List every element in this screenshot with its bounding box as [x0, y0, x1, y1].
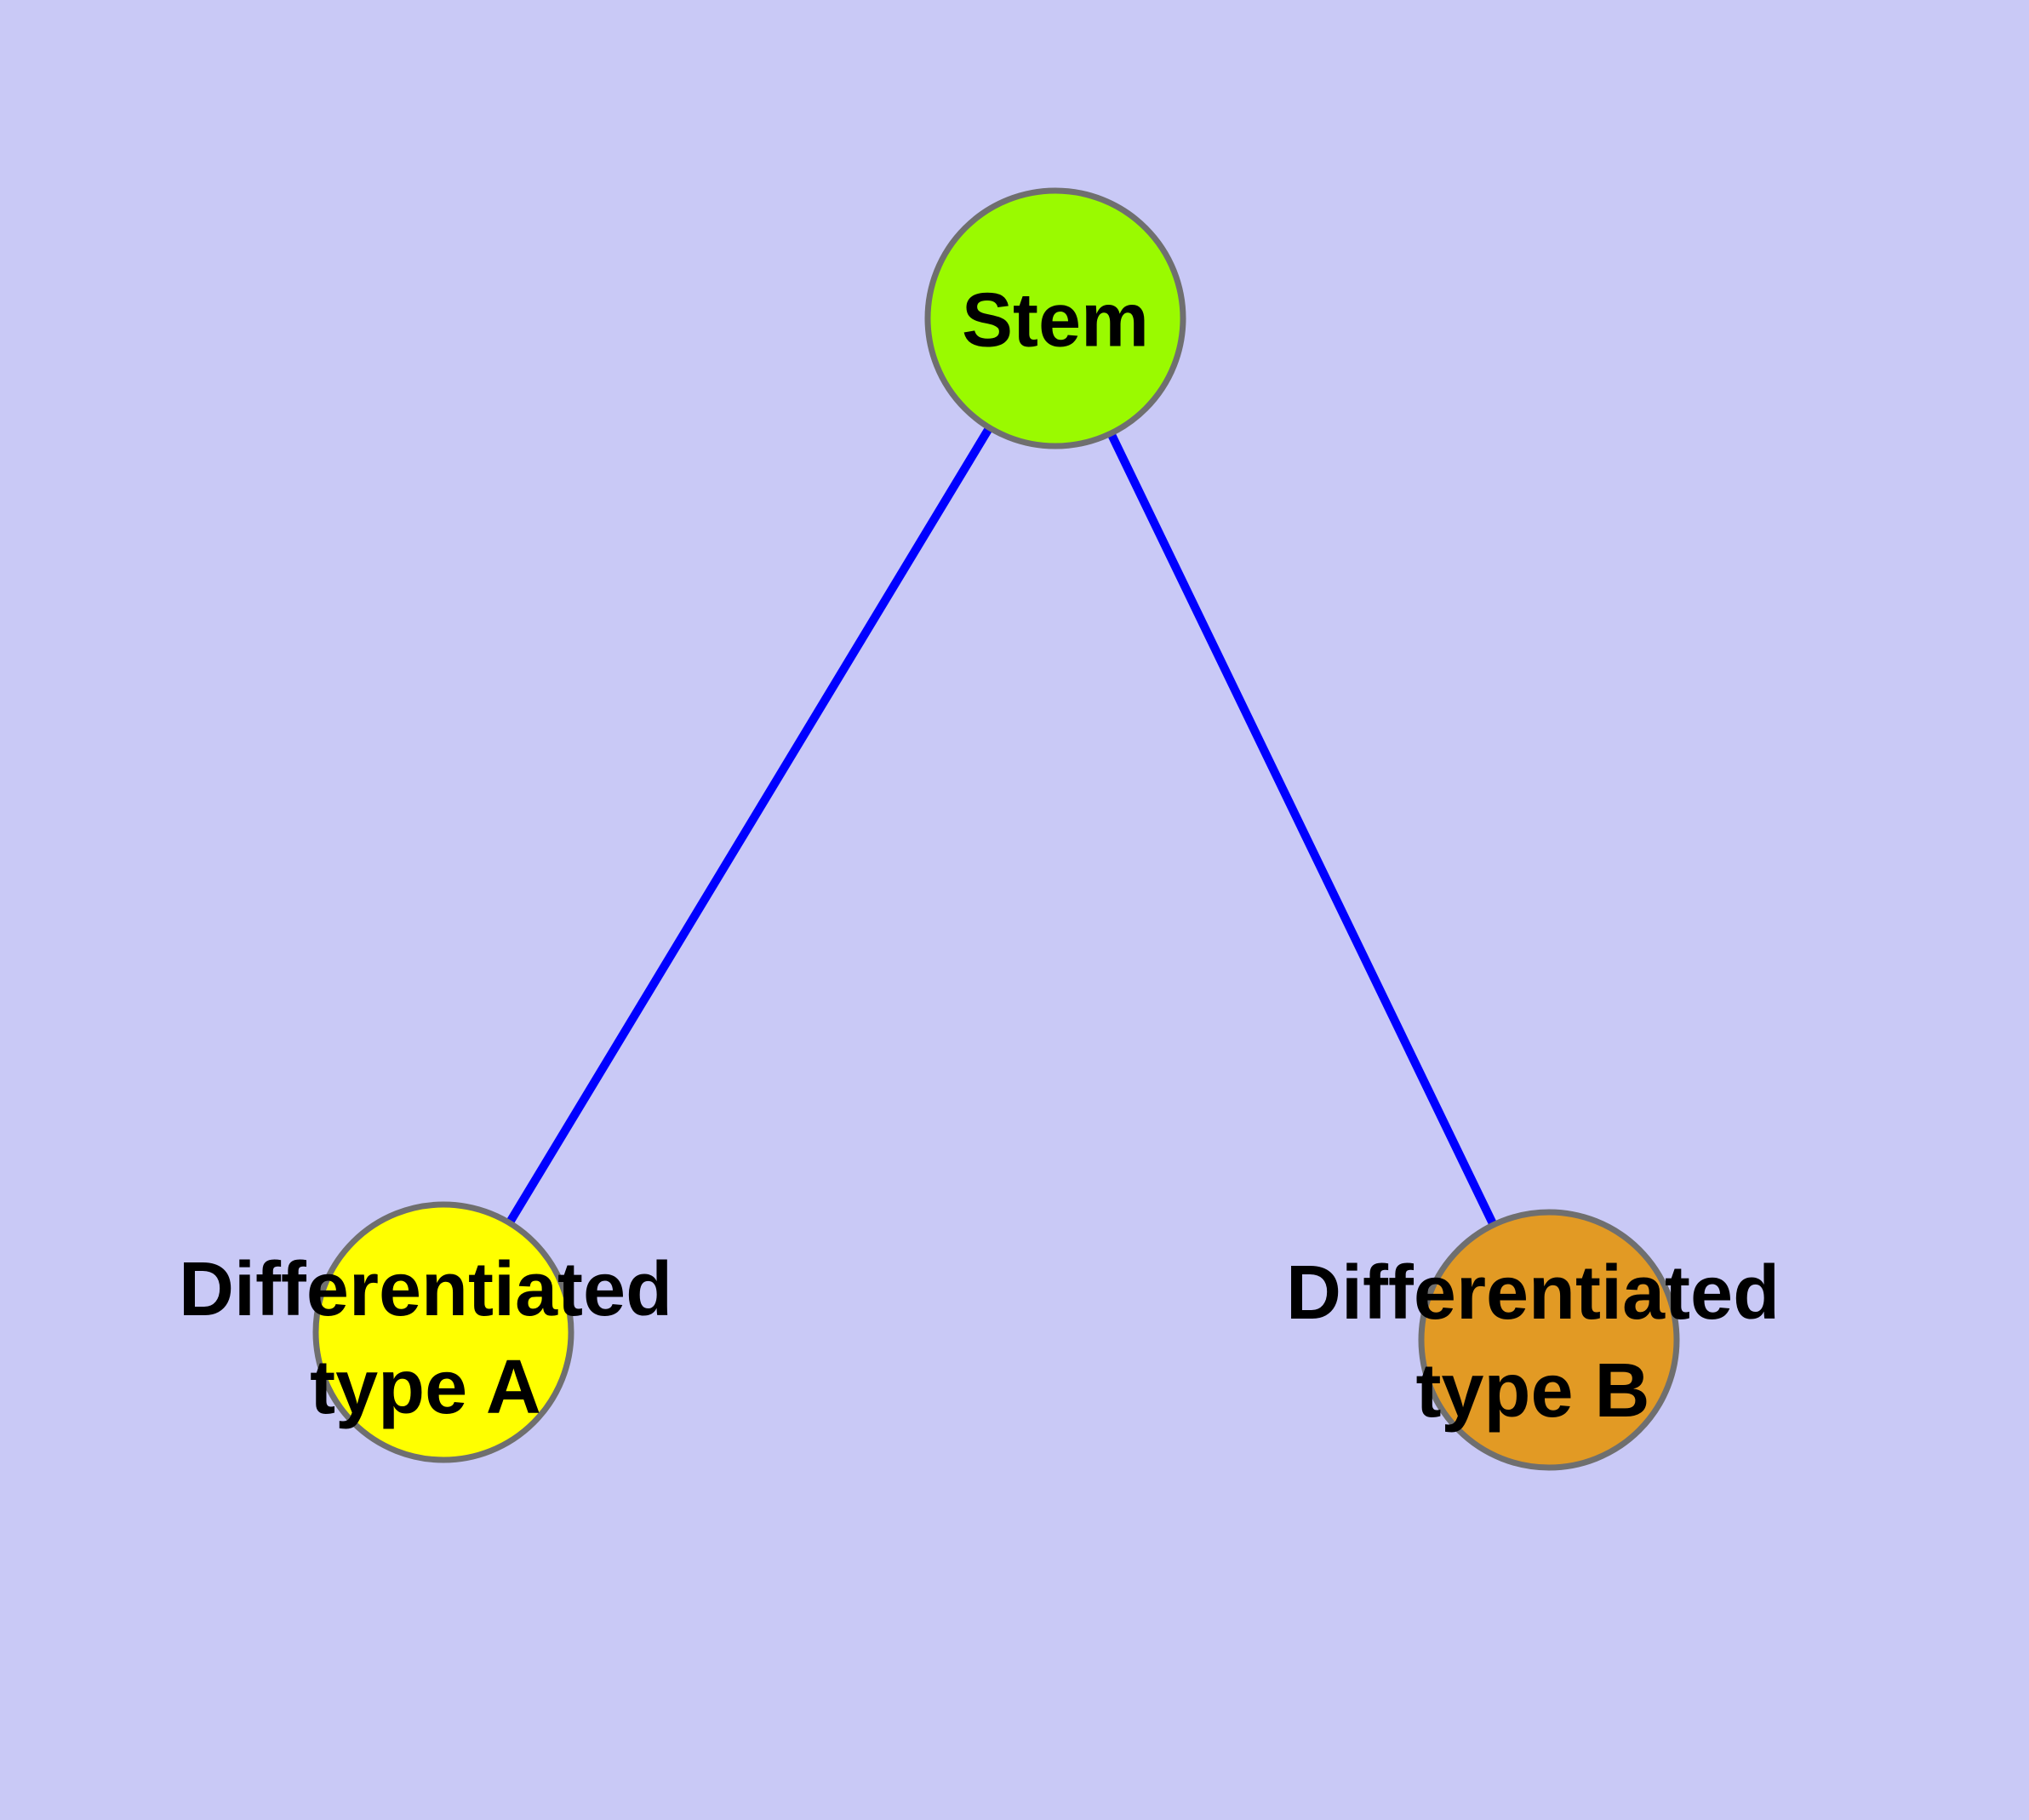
edge-stem-to-type-b — [1051, 316, 1553, 1342]
node-stem[interactable] — [924, 187, 1186, 449]
node-differentiated-type-b[interactable] — [1418, 1209, 1680, 1471]
node-differentiated-type-a[interactable] — [312, 1201, 574, 1463]
edge-stem-to-type-a — [439, 316, 1060, 1335]
